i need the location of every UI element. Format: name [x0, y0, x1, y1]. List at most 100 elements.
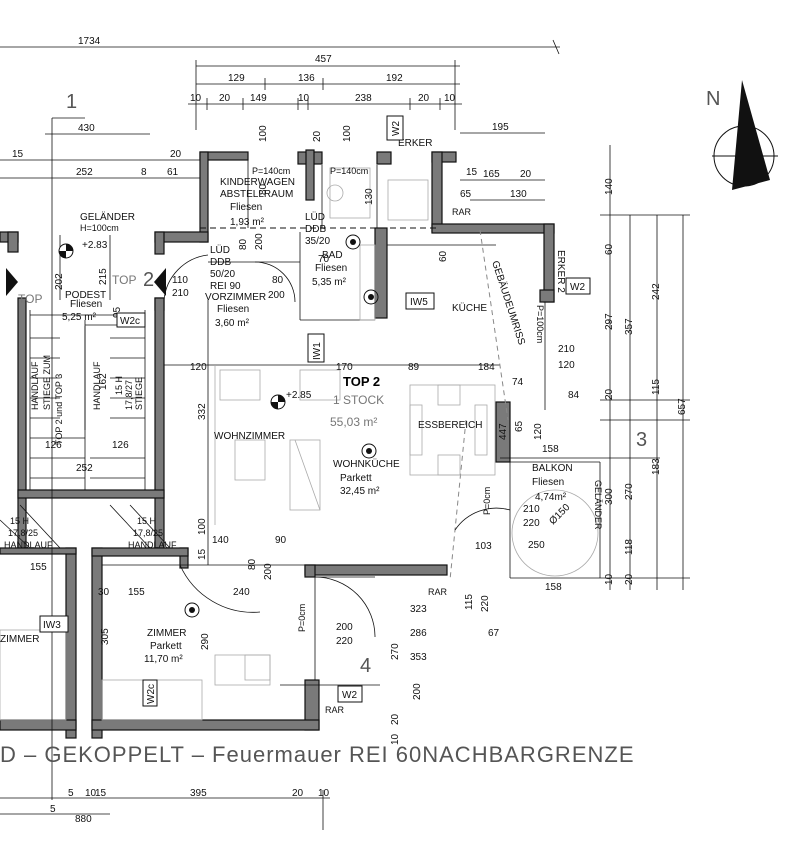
- dim-20r2: 20: [624, 573, 635, 585]
- room-vz-ddb: DDB: [210, 257, 231, 268]
- dim-170: 170: [336, 362, 353, 373]
- dim-220a: 220: [523, 518, 540, 529]
- label-erker-top: ERKER: [398, 138, 432, 149]
- dim-140b: 140: [212, 535, 229, 546]
- room-essbereich: ESSBEREICH: [418, 420, 482, 431]
- room-kinderwagen-area: 1,93 m²: [230, 217, 265, 228]
- dim-80b: 80: [238, 238, 249, 250]
- axis-4: 4: [360, 655, 371, 677]
- room-vz-size: 50/20: [210, 269, 235, 280]
- dim-20r1: 20: [604, 388, 615, 400]
- tag-w2-top: W2: [391, 121, 402, 136]
- dim-158b: 158: [545, 582, 562, 593]
- label-p100: P=100cm: [535, 305, 545, 343]
- unit-label: TOP 2 1 STOCK 55,03 m²: [330, 374, 384, 429]
- dim-10f: 10: [318, 788, 330, 799]
- dim-84: 84: [568, 390, 580, 401]
- axis-3: 3: [636, 429, 647, 451]
- dim-74: 74: [512, 377, 524, 388]
- dim-184: 184: [478, 362, 495, 373]
- dim-110: 110: [172, 275, 188, 286]
- dim-183: 183: [651, 458, 662, 475]
- dim-1734: 1734: [78, 36, 101, 47]
- dimension-chains-right: 140 60 297 357 242 115 657 20 183 270 11…: [600, 145, 690, 590]
- bottom-text: D – GEKOPPELT – Feuermauer REI 60NACHBAR…: [0, 742, 635, 767]
- dim-95: 95: [112, 306, 123, 318]
- dim-200b: 200: [268, 290, 285, 301]
- dim-270b: 270: [390, 643, 401, 660]
- dim-357: 357: [624, 318, 635, 335]
- room-kueche: KÜCHE: [452, 302, 487, 314]
- axis-lines: [51, 117, 660, 800]
- room-zimmer-name: ZIMMER: [147, 628, 186, 639]
- door-swings: [163, 254, 599, 638]
- dim-270r: 270: [624, 483, 635, 500]
- north-arrow: N: [706, 80, 778, 190]
- level-stair: +2.83: [82, 240, 108, 251]
- dim-220b: 220: [480, 595, 491, 612]
- dim-200d: 200: [336, 622, 353, 633]
- dim-120a: 120: [558, 360, 575, 371]
- dim-242: 242: [651, 283, 662, 300]
- room-zimmer-floor: Parkett: [150, 641, 182, 652]
- smoke-detectors: [184, 234, 379, 618]
- tag-iw3: IW3: [43, 620, 61, 631]
- stair3-l1: 15 H: [10, 516, 29, 526]
- interior-lines: [0, 160, 601, 721]
- dim-115a: 115: [651, 379, 662, 395]
- dim-20b: 20: [418, 93, 430, 104]
- room-vorzimmer-area: 3,60 m²: [215, 318, 250, 329]
- dim-20f: 20: [390, 713, 401, 725]
- room-vz-rei: REI 90: [210, 281, 241, 292]
- label-erker-right: ERKER 2: [555, 250, 566, 293]
- dimensions-inner: 100 80 20 100 130 80 200 60 70 80 200 21…: [30, 125, 580, 745]
- stair1-l1: HANDLAUF: [30, 361, 40, 410]
- room-bad-size: 35/20: [305, 236, 330, 247]
- dim-430: 430: [78, 123, 95, 134]
- dim-80d: 80: [247, 558, 258, 570]
- room-wohnkueche-floor: Parkett: [340, 473, 372, 484]
- room-bad-ddb: DDB: [305, 224, 326, 235]
- dim-192: 192: [386, 73, 403, 84]
- room-labels: KINDERWAGEN ABSTELLRAUM Fliesen 1,93 m² …: [0, 177, 573, 665]
- dim-200c: 200: [263, 563, 274, 580]
- dim-140: 140: [604, 178, 615, 195]
- dim-155a: 155: [30, 562, 47, 573]
- dim-240: 240: [233, 587, 250, 598]
- dim-90: 90: [275, 535, 287, 546]
- dim-8: 8: [141, 167, 147, 178]
- wall-tags: W2 W2 W2 W2c W2c IW5 IW3 IW1: [39, 115, 591, 707]
- label-rar3: RAR: [325, 705, 345, 715]
- dim-130: 130: [510, 189, 527, 200]
- dim-65b: 65: [514, 420, 525, 432]
- room-wohnkueche-area: 32,45 m²: [340, 486, 380, 497]
- dim-60a: 60: [604, 243, 615, 255]
- dim-30: 30: [98, 587, 110, 598]
- dim-15c: 15: [197, 548, 208, 560]
- room-kinderwagen-floor: Fliesen: [230, 202, 262, 213]
- dim-880: 880: [75, 814, 92, 825]
- dim-150: Ø150: [547, 502, 572, 527]
- stairs: [0, 235, 171, 549]
- stair3-l3: HANDLAUF: [4, 540, 53, 550]
- dim-20d: 20: [520, 169, 532, 180]
- dim-60b: 60: [438, 250, 449, 262]
- dim-250: 250: [528, 540, 545, 551]
- room-balkon-floor: Fliesen: [532, 477, 564, 488]
- stair2-l3: 17,8/27: [124, 380, 134, 410]
- dim-200a: 200: [254, 233, 265, 250]
- room-balkon-name: BALKON: [532, 463, 573, 474]
- dim-332: 332: [197, 403, 208, 420]
- dim-252b: 252: [76, 463, 93, 474]
- stair1-l2: STIEGE ZUM: [42, 355, 52, 410]
- dim-165: 165: [483, 169, 500, 180]
- dim-130b: 130: [364, 188, 375, 205]
- label-gebaeudeumriss: GEBÄUDEUMRISS: [489, 259, 528, 347]
- dim-126b: 126: [112, 440, 129, 451]
- dim-100a: 100: [258, 125, 269, 142]
- stair2-l4: STIEGE: [134, 377, 144, 410]
- label-top-left: TOP: [18, 292, 42, 306]
- axis-2: 2: [143, 269, 154, 291]
- dim-202: 202: [54, 273, 65, 290]
